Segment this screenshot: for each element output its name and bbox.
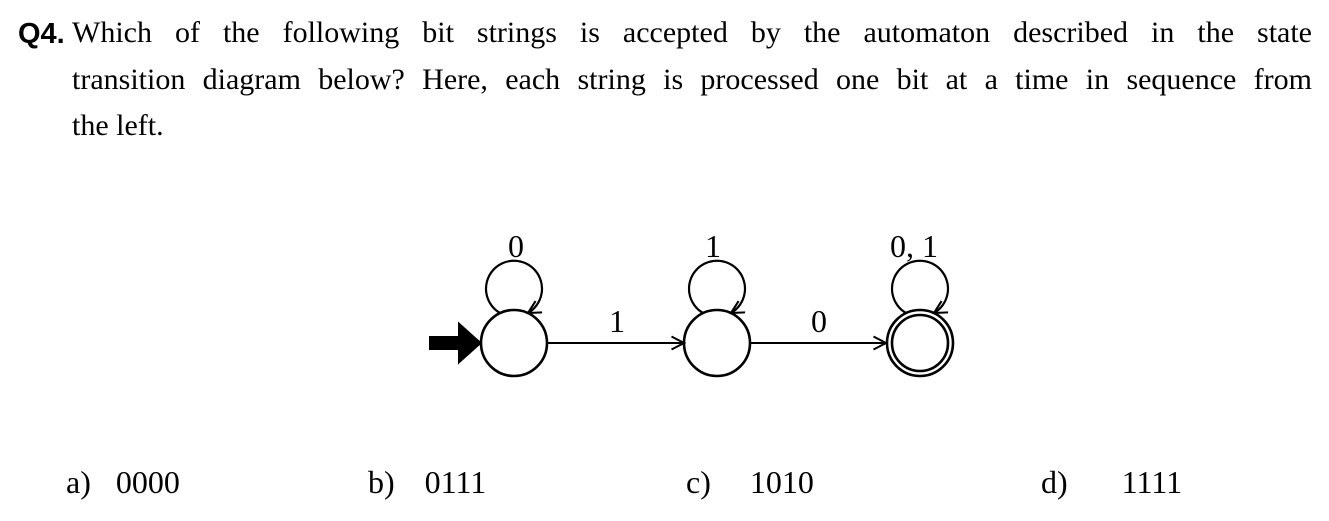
state-3-circle [885, 308, 955, 378]
state-1-self-loop-arrow [484, 259, 544, 313]
state-2-circle [682, 308, 752, 378]
option-c-value: 1010 [749, 464, 814, 500]
option-c-letter: c) [686, 464, 711, 500]
option-a-letter: a) [66, 464, 91, 500]
answer-options-row: a) 0000 b) 0111 c) 1010 d) 1111 [0, 466, 1329, 516]
option-a: a) 0000 [66, 466, 180, 498]
option-b: b) 0111 [368, 466, 486, 498]
state-2-self-loop-label: 1 [705, 228, 721, 264]
state-3-self-loop-arrow [890, 259, 950, 313]
state-2-self-loop-arrow [687, 259, 747, 313]
state-1-self-loop-label: 0 [508, 228, 524, 264]
state-transition-diagram: 0 1 0, 1 1 0 [429, 228, 955, 378]
option-d: d) 1111 [1041, 466, 1182, 498]
initial-state-arrow-icon [429, 321, 482, 365]
option-a-value: 0000 [115, 464, 180, 500]
option-b-value: 0111 [424, 464, 487, 500]
question-line-1: Which of the following bit strings is ac… [72, 16, 1312, 49]
question-text: Which of the following bit strings is ac… [72, 10, 1312, 150]
option-d-letter: d) [1041, 464, 1068, 500]
option-b-letter: b) [368, 464, 395, 500]
state-3-accepting-inner-circle [890, 313, 950, 373]
question-line-3: the left. [72, 109, 164, 142]
transition-2-to-3-label: 0 [811, 303, 827, 339]
state-1-circle [479, 308, 549, 378]
question-line-2: transition diagram below? Here, each str… [72, 62, 1312, 96]
question-number: Q4. [18, 18, 65, 50]
transition-1-to-2-label: 1 [609, 303, 625, 339]
option-d-value: 1111 [1121, 464, 1183, 500]
state-3-self-loop-label: 0, 1 [890, 228, 938, 264]
option-c: c) 1010 [686, 466, 814, 498]
